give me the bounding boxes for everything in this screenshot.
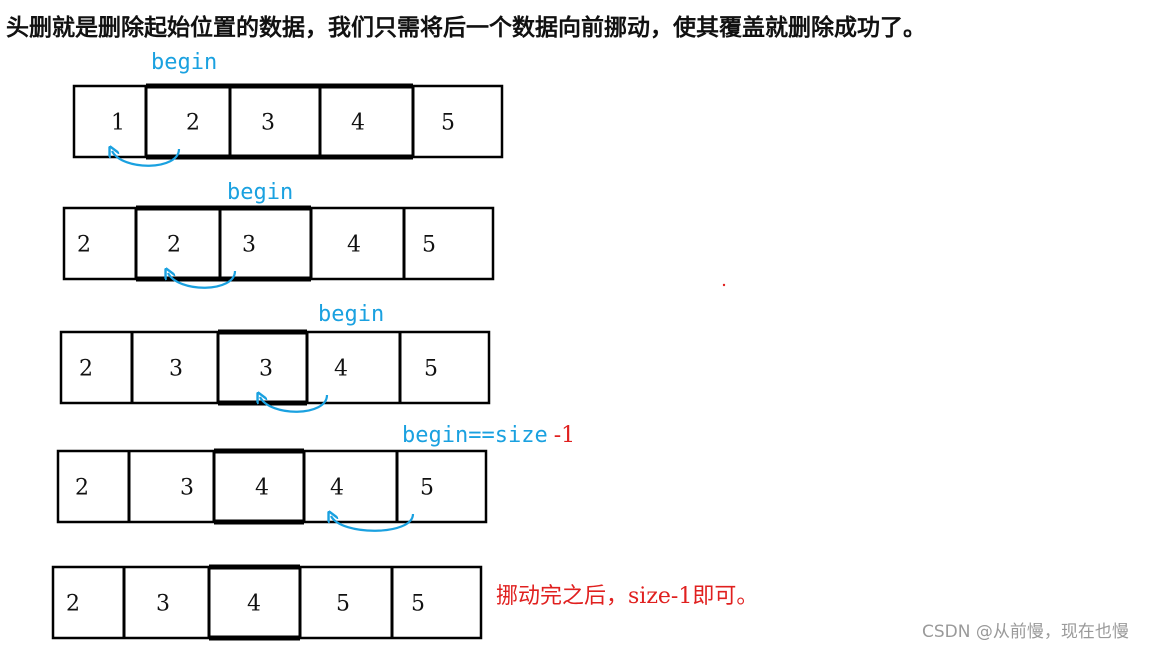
move-arrow [168, 271, 237, 289]
cell-value: 4 [347, 233, 361, 258]
cell-value: 3 [169, 357, 183, 382]
array-row-5: 2 3 4 5 5 [51, 564, 483, 641]
cell-value: 5 [420, 476, 434, 501]
begin-label: begin [318, 302, 384, 327]
move-arrow [260, 395, 329, 413]
cell-value: 5 [424, 357, 438, 382]
cell-value: 1 [111, 111, 125, 136]
final-note: 挪动完之后，size-1即可。 [496, 584, 758, 609]
cell-value: 2 [186, 111, 200, 136]
cell-value: 2 [66, 592, 80, 617]
stray-dot [722, 283, 726, 287]
cell-value: 2 [167, 233, 181, 258]
move-arrow [331, 514, 415, 532]
begin-label: begin [151, 50, 217, 75]
cell-value: 4 [255, 476, 269, 501]
cell-value: 3 [259, 357, 273, 382]
cell-value: 3 [156, 592, 170, 617]
begin-label-suffix: -1 [554, 423, 575, 448]
cell-value: 2 [75, 476, 89, 501]
array-row-4: 2 3 4 4 5 begin==size-1 [56, 423, 575, 532]
cell-value: 5 [441, 111, 455, 136]
cell-value: 3 [261, 111, 275, 136]
cell-value: 4 [247, 592, 261, 617]
array-row-2: 2 2 3 4 5 begin [62, 180, 495, 289]
cell-value: 4 [334, 357, 348, 382]
page-heading: 头删就是删除起始位置的数据，我们只需将后一个数据向前挪动，使其覆盖就删除成功了。 [6, 14, 926, 41]
begin-label: begin [227, 180, 293, 205]
array-outline [72, 84, 504, 159]
array-row-1: 1 2 3 4 5 begin [72, 50, 504, 167]
cell-value: 2 [79, 357, 93, 382]
cell-value: 4 [351, 111, 365, 136]
cell-value: 3 [242, 233, 256, 258]
watermark: CSDN @从前慢，现在也慢 [922, 622, 1129, 642]
begin-label: begin==size-1 [402, 423, 575, 448]
array-row-3: 2 3 3 4 5 begin [59, 302, 491, 413]
move-arrow [112, 149, 181, 167]
cell-value: 4 [330, 476, 344, 501]
cell-value: 5 [411, 592, 425, 617]
cell-value: 5 [422, 233, 436, 258]
cell-value: 2 [77, 233, 91, 258]
cell-value: 3 [180, 476, 194, 501]
cell-value: 5 [336, 592, 350, 617]
